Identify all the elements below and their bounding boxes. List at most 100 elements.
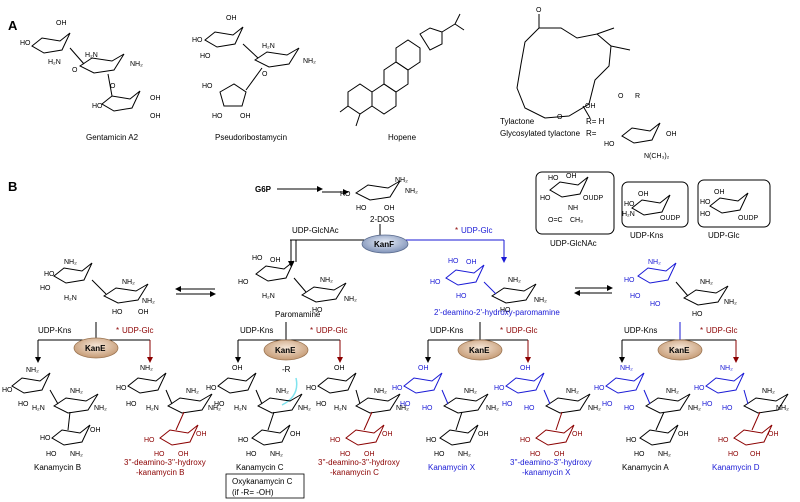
svg-text:HO: HO xyxy=(40,285,51,292)
svg-text:HO: HO xyxy=(306,385,317,392)
svg-text:NH₂: NH₂ xyxy=(64,259,77,266)
svg-text:O: O xyxy=(618,93,624,100)
svg-text:HO: HO xyxy=(602,401,613,408)
svg-text:OH: OH xyxy=(240,113,251,120)
svg-text:HO: HO xyxy=(604,141,615,148)
panel-b-label: B xyxy=(8,179,17,194)
svg-text:HO: HO xyxy=(330,437,341,444)
kanamycin-d-label: Kanamycin D xyxy=(712,463,760,472)
product-deamino-kanamycin-b: NH₂ HO HO H₂N NH₂ NH₂ HO OH HO OH xyxy=(116,365,221,458)
panel-a-label: A xyxy=(8,18,18,33)
gentamicin-structure: HO OH H₂N H₂N NH₂ O O HO OH OH xyxy=(20,20,161,120)
svg-text:NH₂: NH₂ xyxy=(303,58,316,65)
svg-text:OH: OH xyxy=(226,15,237,22)
svg-text:OH: OH xyxy=(364,451,375,458)
svg-text:HO: HO xyxy=(502,401,513,408)
svg-text:OH: OH xyxy=(138,309,149,316)
svg-text:HO: HO xyxy=(340,451,351,458)
kane-label-1: KanE xyxy=(85,344,106,353)
svg-text:NH₂: NH₂ xyxy=(720,365,733,372)
product-kanamycin-a: NH₂ HO HO HO NH₂ NH₂ HO OH HO NH₂ xyxy=(594,365,701,458)
pseudoribostamycin-label: Pseudoribostamycin xyxy=(215,133,287,142)
svg-text:HO: HO xyxy=(356,205,367,212)
tylactone-r-label: R= H xyxy=(586,117,605,126)
svg-text:NH₂: NH₂ xyxy=(666,388,679,395)
svg-text:OUDP: OUDP xyxy=(738,215,759,222)
svg-text:H₂N: H₂N xyxy=(32,405,45,412)
svg-text:H₂N: H₂N xyxy=(334,405,347,412)
svg-text:HO: HO xyxy=(2,387,13,394)
svg-text:OH: OH xyxy=(638,191,649,198)
deamino-kanamycin-x-label-1: 3''-deamino-3''-hydroxy xyxy=(510,458,592,467)
svg-text:O: O xyxy=(72,67,78,74)
star-1: * xyxy=(455,226,458,235)
svg-text:HO: HO xyxy=(594,385,605,392)
mycaminose-structure: HO OH N(CH₃)₂ xyxy=(604,122,677,160)
svg-text:O: O xyxy=(110,83,116,90)
svg-text:OH: OH xyxy=(232,365,243,372)
gentamicin-label: Gentamicin A2 xyxy=(86,133,139,142)
tylactone-structure xyxy=(516,14,631,119)
svg-text:HO: HO xyxy=(540,195,551,202)
oxykanamycin-label: Oxykanamycin C xyxy=(232,477,293,486)
svg-text:NH₂: NH₂ xyxy=(276,388,289,395)
kane-label-3: KanE xyxy=(469,346,490,355)
svg-text:HO: HO xyxy=(700,199,711,206)
svg-text:HO: HO xyxy=(530,451,541,458)
dos-label: 2-DOS xyxy=(370,215,394,224)
svg-text:OH: OH xyxy=(750,451,761,458)
svg-text:OH: OH xyxy=(466,259,477,266)
svg-text:OH: OH xyxy=(678,431,689,438)
svg-text:HO: HO xyxy=(392,385,403,392)
dimethylamino-label: N(CH₃)₂ xyxy=(644,153,670,160)
udp-kns-label-3: UDP-Kns xyxy=(430,326,463,335)
svg-text:HO: HO xyxy=(252,255,263,262)
svg-text:O: O xyxy=(536,7,542,14)
svg-text:OH: OH xyxy=(290,431,301,438)
svg-text:HO: HO xyxy=(728,451,739,458)
svg-text:NH₂: NH₂ xyxy=(70,451,83,458)
svg-text:HO: HO xyxy=(650,301,661,308)
minus-r-label: -R xyxy=(282,365,291,374)
deamino-paromamine-structure: HO OH HO HO NH₂ NH₂ HO xyxy=(430,258,547,314)
udp-glcnac-arrow-label: UDP-GlcNAc xyxy=(292,226,339,235)
udp-glc-label-3: UDP-Glc xyxy=(506,326,538,335)
svg-text:O: O xyxy=(557,114,563,121)
udp-kns-label-2: UDP-Kns xyxy=(240,326,273,335)
svg-text:HO: HO xyxy=(624,201,635,208)
svg-text:HO: HO xyxy=(92,103,103,110)
svg-text:NH₂: NH₂ xyxy=(405,188,418,195)
kanamycin-x-label: Kanamycin X xyxy=(428,463,476,472)
svg-text:OUDP: OUDP xyxy=(583,195,604,202)
svg-text:HO: HO xyxy=(494,385,505,392)
kane-label-2: KanE xyxy=(275,346,296,355)
product-deamino-kanamycin-x: OH HO HO HO NH₂ NH₂ HO OH HO OH xyxy=(494,365,601,458)
svg-text:HO: HO xyxy=(520,437,531,444)
svg-text:HO: HO xyxy=(400,401,411,408)
oxykanamycin-condition-label: (if -R= -OH) xyxy=(232,488,274,497)
kane-enzyme-1 xyxy=(73,337,119,359)
product-kanamycin-x: OH HO HO HO NH₂ NH₂ HO OH HO NH₂ xyxy=(392,365,499,458)
svg-text:NH₂: NH₂ xyxy=(700,279,713,286)
svg-text:HO: HO xyxy=(112,309,123,316)
svg-text:NH₂: NH₂ xyxy=(298,405,311,412)
udp-glc-arrow-label: UDP-Glc xyxy=(461,226,493,235)
svg-text:O: O xyxy=(262,71,268,78)
svg-text:HO: HO xyxy=(434,451,445,458)
oxykanamycin-box xyxy=(225,473,305,499)
udp-kns-label-1: UDP-Kns xyxy=(38,326,71,335)
svg-text:OH: OH xyxy=(150,113,161,120)
svg-text:NH₂: NH₂ xyxy=(620,365,633,372)
svg-text:HO: HO xyxy=(722,405,733,412)
hopene-structure xyxy=(339,13,465,127)
svg-text:HO: HO xyxy=(456,293,467,300)
svg-text:OH: OH xyxy=(150,95,161,102)
udp-glc-label-1: UDP-Glc xyxy=(122,326,154,335)
svg-text:H₂N: H₂N xyxy=(48,59,61,66)
svg-text:NH₂: NH₂ xyxy=(458,451,471,458)
product-deamino-kanamycin-c: OH HO HO H₂N NH₂ NH₂ HO OH HO OH xyxy=(306,365,409,458)
star-4: * xyxy=(500,326,503,335)
product-kanamycin-c: OH HO HO H₂N NH₂ NH₂ HO OH HO NH₂ xyxy=(206,365,311,458)
svg-text:OH: OH xyxy=(572,431,583,438)
deamino-paromamine-label: 2'-deamino-2'-hydroxy-paromamine xyxy=(434,308,560,317)
